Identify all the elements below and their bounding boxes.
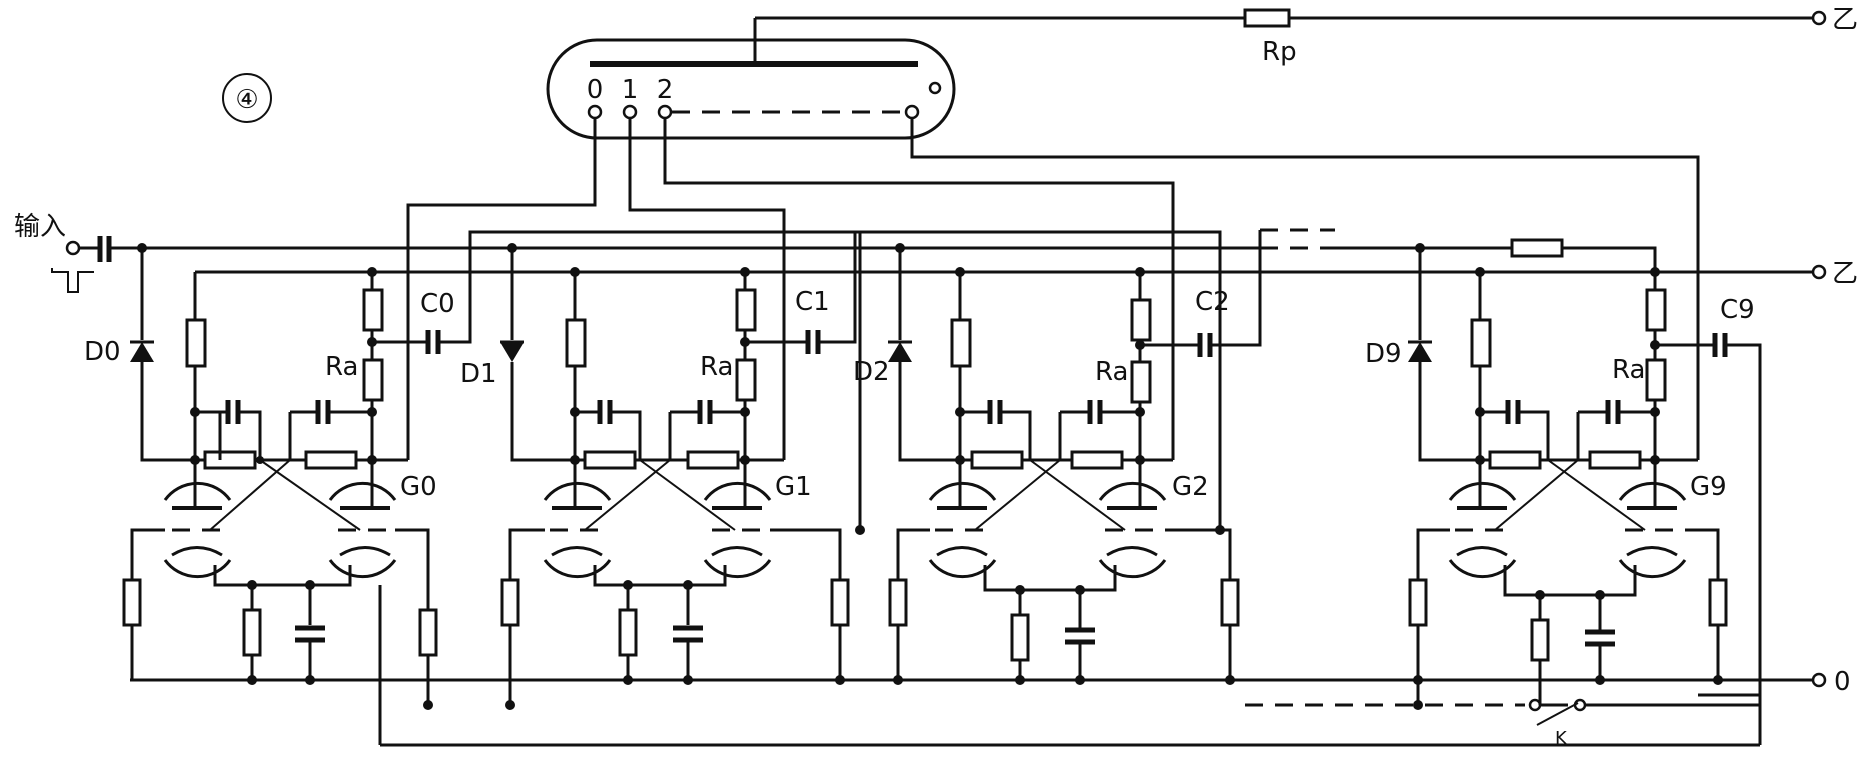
rp-resistor: [1243, 8, 1291, 28]
supply-mid-bus: 乙: [195, 259, 1858, 289]
cathode-label-2: 2: [657, 75, 674, 105]
supply-mid-terminal: [1811, 264, 1827, 280]
cathode-2-pin: [657, 104, 673, 120]
reset-switch: K: [1528, 698, 1760, 749]
cathode-0-pin: [587, 104, 603, 120]
input-terminal: [65, 240, 81, 256]
flipflop-label-2: G2: [1172, 472, 1209, 502]
supply-mid-label: 乙: [1832, 259, 1858, 289]
diode-label-2: D2: [853, 357, 890, 387]
flipflop-label-0: G0: [400, 472, 437, 502]
coupling-cap-label-9: C9: [1720, 295, 1755, 325]
svg-text:④: ④: [235, 85, 258, 115]
stage-0: D0 Ra C0: [84, 230, 862, 705]
diode-label-9: D9: [1365, 339, 1402, 369]
diode-label-0: D0: [84, 337, 121, 367]
ground-terminal: [1811, 672, 1827, 688]
counter-tube: 0 1 2: [546, 18, 956, 140]
coupling-cap-label-2: C2: [1195, 287, 1230, 317]
ground-bus: 0: [130, 585, 1851, 747]
input-label: 输入: [14, 212, 66, 242]
flipflop-label-9: G9: [1690, 472, 1727, 502]
rp-label: Rp: [1262, 37, 1297, 67]
supply-top-terminal: [1811, 10, 1827, 26]
anode-res-label-1: Ra: [700, 352, 733, 382]
coupling-cap-label-1: C1: [795, 287, 830, 317]
cathode-lines: [406, 118, 1700, 460]
anode-res-label-0: Ra: [325, 352, 358, 382]
flipflop-label-1: G1: [775, 472, 812, 502]
anode-res-label-9: Ra: [1612, 355, 1645, 385]
cathode-label-1: 1: [622, 75, 639, 105]
stage-2: D2 Ra C2: [853, 228, 1335, 685]
cathode-1-pin: [622, 104, 638, 120]
input-section: 输入: [14, 212, 1657, 293]
ground-label: 0: [1834, 667, 1851, 697]
cathode-label-0: 0: [587, 75, 604, 105]
stage-9: D9 Ra C9: [1365, 243, 1762, 745]
switch-label: K: [1555, 728, 1568, 749]
anode-res-label-2: Ra: [1095, 357, 1128, 387]
diode-label-1: D1: [460, 359, 497, 389]
figure-number: ④: [222, 73, 272, 123]
coupling-cap-label-0: C0: [420, 289, 455, 319]
anode-supply-line: Rp 乙: [755, 5, 1858, 67]
cathode-9-pin: [904, 104, 920, 120]
stage-1: D1 Ra C1: [423, 230, 1222, 710]
supply-top-label: 乙: [1832, 5, 1858, 35]
